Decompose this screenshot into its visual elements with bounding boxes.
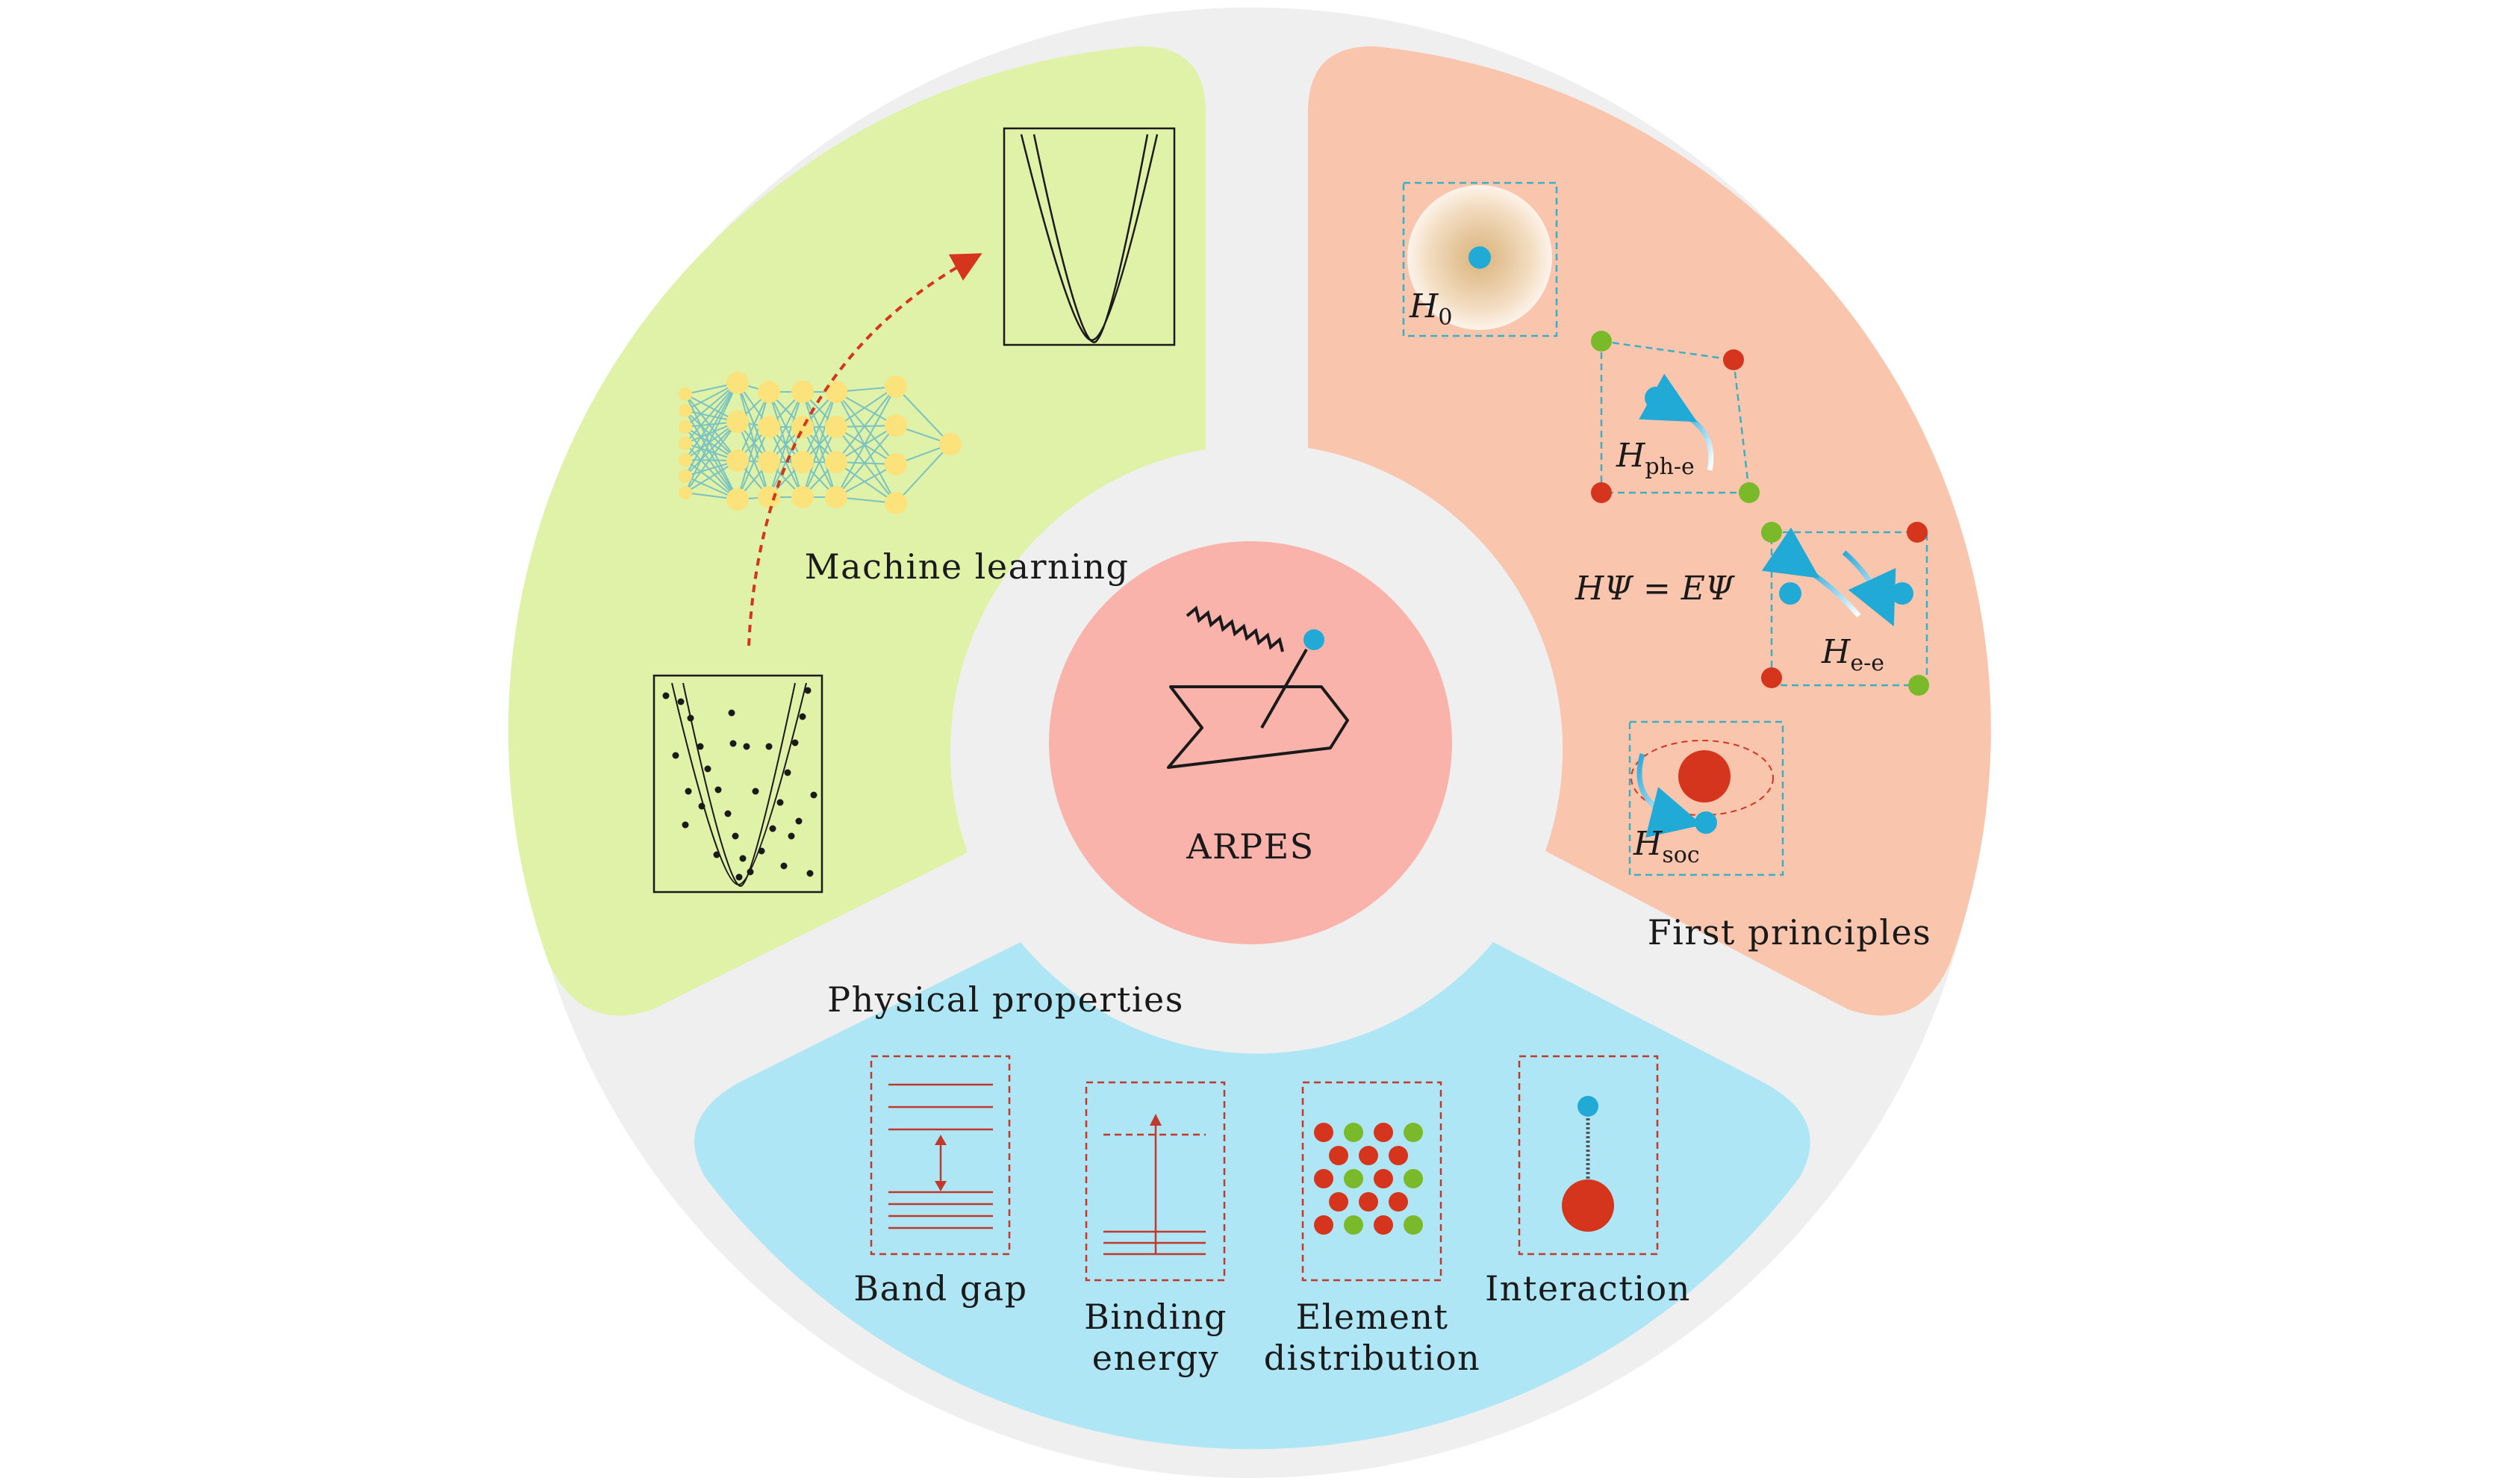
- binding-energy-label-1: Binding: [1084, 1297, 1227, 1337]
- binding-energy-label-2: energy: [1092, 1338, 1220, 1378]
- h0-box: H0: [1402, 181, 1558, 337]
- machine-learning-title: Machine learning: [805, 546, 1130, 587]
- neural-network-icon: [679, 372, 962, 514]
- center-title: ARPES: [1186, 826, 1314, 867]
- interaction-label: Interaction: [1485, 1268, 1691, 1309]
- machine-learning-sector: [508, 46, 1206, 1016]
- element-distribution-label-2: distribution: [1264, 1338, 1481, 1378]
- band-gap-label: Band gap: [853, 1268, 1027, 1309]
- scatter-data-plot: [652, 674, 823, 894]
- center-disk: [1049, 541, 1452, 944]
- first-principles-title: First principles: [1648, 912, 1932, 953]
- physical-properties-sector: [694, 942, 1810, 1450]
- schrodinger-equation: HΨ = EΨ: [1575, 570, 1735, 608]
- band-gap-icon: [870, 1055, 1011, 1256]
- learning-arrow: [747, 253, 982, 646]
- h-e-e-box: He-e: [1761, 522, 1929, 696]
- fitted-curve-plot: [1003, 127, 1176, 346]
- binding-energy-icon: [1085, 1081, 1226, 1282]
- interaction-icon: [1518, 1055, 1659, 1256]
- arpes-schematic-icon: [1167, 605, 1349, 769]
- element-distribution-icon: [1301, 1081, 1442, 1282]
- photoelectron-dot: [1303, 629, 1324, 650]
- svg-text:Hph-e: Hph-e: [1616, 437, 1695, 480]
- h-ph-e-box: Hph-e: [1591, 331, 1760, 503]
- element-distribution-label-1: Element: [1296, 1297, 1449, 1337]
- physical-properties-title: Physical properties: [827, 979, 1184, 1020]
